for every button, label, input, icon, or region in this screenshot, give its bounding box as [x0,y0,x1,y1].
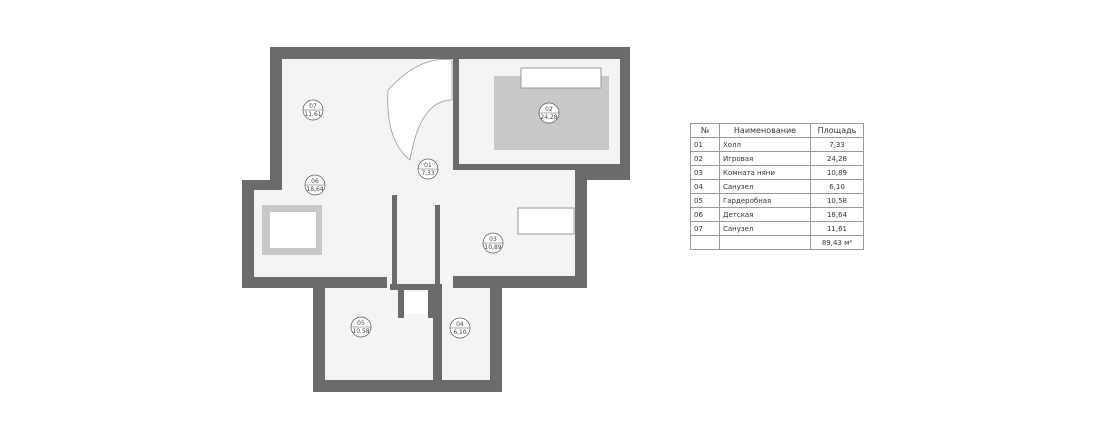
room-num: 07 [309,103,317,110]
sofa [520,67,602,89]
row-number: 01 [690,137,720,152]
row-name: Детская [719,207,811,222]
row-number: 06 [690,207,720,222]
row-area: 18,64 [810,207,864,222]
row-number: 07 [690,221,720,236]
row-number: 05 [690,193,720,208]
bed [517,207,575,235]
room-num: 06 [311,178,319,185]
total-area: 89,43 м² [810,235,864,250]
room-area: 10,58 [352,328,369,335]
room-num: 01 [424,162,432,169]
room-floors [254,59,620,380]
room-area: 18,64 [306,186,323,193]
row-area: 6,10 [810,179,864,194]
row-name: Комната няни [719,165,811,180]
row-name: Санузел [719,221,811,236]
room-area: 6,10 [453,329,467,336]
row-area: 11,61 [810,221,864,236]
room-area: 10,89 [484,244,501,251]
row-area: 10,58 [810,193,864,208]
row-number: 04 [690,179,720,194]
row-number: 02 [690,151,720,166]
room-area: 24,28 [540,114,557,121]
room-num: 05 [357,320,365,327]
room-label: 046,10 [449,317,471,339]
header-name: Наименование [719,123,811,138]
room-label: 017,33 [417,158,439,180]
total-row: 89,43 м² [690,235,864,250]
row-area: 7,33 [810,137,864,152]
interior-walls [390,59,493,383]
room-area: 7,33 [421,170,435,177]
room-area: 11,61 [304,111,321,118]
row-area: 24,28 [810,151,864,166]
header-number: № [690,123,720,138]
room-num: 03 [489,236,497,243]
row-name: Холл [719,137,811,152]
row-name: Санузел [719,179,811,194]
staircase [387,58,453,161]
header-area: Площадь [810,123,864,138]
row-number: 03 [690,165,720,180]
row-area: 10,89 [810,165,864,180]
room-num: 02 [545,106,553,113]
row-name: Гардеробная [719,193,811,208]
room-num: 04 [456,321,464,328]
row-name: Игровая [719,151,811,166]
